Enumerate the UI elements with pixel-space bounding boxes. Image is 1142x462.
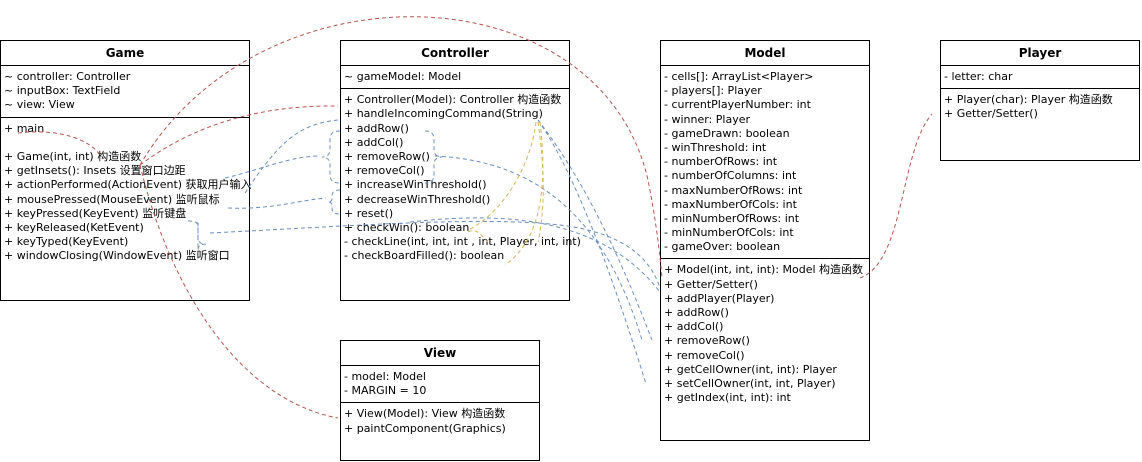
fields-section: ~ controller: Controller~ inputBox: Text… [1, 66, 249, 118]
member-line: - numberOfRows: int [664, 155, 778, 169]
member-line: + Player(char): Player 构造函数 [944, 93, 1113, 107]
member-line: + addRow() [344, 121, 409, 135]
brace-row-col-methods [321, 130, 341, 184]
member-line: ~ gameModel: Model [344, 70, 462, 83]
methods-section: + Player(char): Player 构造函数+ Getter/Sett… [941, 89, 1139, 125]
member-line: ~ view: View [4, 98, 75, 112]
member-line: + Controller(Model): Controller 构造函数 [344, 93, 562, 107]
member-line: + paintComponent(Graphics) [344, 421, 506, 435]
member-line: - gameOver: boolean [664, 240, 781, 254]
member-line: ~ inputBox: TextField [4, 84, 121, 98]
member-line: + addCol() [664, 320, 724, 334]
member-line: - winThreshold: int [664, 140, 767, 154]
member-line: - letter: char [944, 70, 1013, 83]
class-title: Game [1, 41, 249, 66]
member-line: + View(Model): View 构造函数 [344, 407, 506, 421]
member-line: ~ controller: Controller [4, 70, 131, 83]
member-line: - MARGIN = 10 [344, 384, 427, 398]
member-line: - winner: Player [664, 112, 750, 126]
fields-section: - letter: char [941, 66, 1139, 90]
class-title: View [341, 341, 539, 366]
member-line: + setCellOwner(int, int, Player) [664, 376, 836, 390]
member-line: + addRow() [664, 306, 729, 319]
member-line: + getInsets(): Insets 设置窗口边距 [4, 164, 186, 178]
fields-section: - cells[]: ArrayList<Player>- players[]:… [661, 66, 869, 260]
member-line: - maxNumberOfCols: int [664, 197, 797, 211]
member-line: - maxNumberOfRows: int [664, 183, 803, 197]
member-line: + checkWin(): boolean [344, 220, 470, 234]
member-line: + actionPerformed(ActionEvent) 获取用户输入 [4, 178, 252, 192]
member-line: - minNumberOfCols: int [664, 226, 794, 240]
member-line: - gameDrawn: boolean [664, 126, 790, 140]
member-line: + getIndex(int, int): int [664, 391, 791, 405]
member-line: + mousePressed(MouseEvent) 监听鼠标 [4, 192, 220, 206]
member-line: + Getter/Setter() [664, 277, 758, 291]
member-line: - numberOfColumns: int [664, 169, 797, 183]
class-title: Model [661, 41, 869, 66]
member-line [4, 136, 245, 150]
member-line: + removeRow() [664, 334, 750, 348]
member-line: - minNumberOfRows: int [664, 211, 800, 225]
member-line: + main [4, 121, 45, 135]
fields-section: - model: Model- MARGIN = 10 [341, 366, 539, 404]
member-line: + removeRow() [344, 149, 430, 163]
member-line: + handleIncomingCommand(String) [344, 107, 543, 121]
member-line: - players[]: Player [664, 84, 762, 98]
member-line: + addPlayer(Player) [664, 291, 775, 305]
arrow-model-to-player [859, 113, 933, 279]
member-line: + addCol() [344, 135, 404, 149]
member-line: + removeCol() [344, 164, 425, 178]
brace-threshold-methods [327, 189, 341, 215]
member-line: + decreaseWinThreshold() [344, 192, 491, 206]
member-line: + keyTyped(KeyEvent) [4, 235, 129, 249]
fields-section: ~ gameModel: Model [341, 66, 569, 90]
member-line: + keyReleased(KetEvent) [4, 220, 144, 234]
member-line: + Game(int, int) 构造函数 [4, 149, 142, 163]
member-line: + getCellOwner(int, int): Player [664, 362, 837, 376]
member-line: - model: Model [344, 370, 426, 383]
class-view[interactable]: View - model: Model- MARGIN = 10 + View(… [340, 340, 540, 461]
class-title: Player [941, 41, 1139, 66]
member-line: - checkBoardFilled(): boolean [344, 249, 505, 263]
member-line: - currentPlayerNumber: int [664, 98, 811, 112]
member-line: + Model(int, int, int): Model 构造函数 [664, 263, 864, 277]
class-player[interactable]: Player - letter: char + Player(char): Pl… [940, 40, 1140, 161]
member-line: + reset() [344, 206, 394, 220]
methods-section: + View(Model): View 构造函数+ paintComponent… [341, 403, 539, 439]
member-line: + windowClosing(WindowEvent) 监听窗口 [4, 249, 230, 263]
member-line: + increaseWinThreshold() [344, 178, 487, 192]
class-game[interactable]: Game ~ controller: Controller~ inputBox:… [0, 40, 252, 301]
methods-section: + Controller(Model): Controller 构造函数+ ha… [341, 89, 581, 267]
class-controller[interactable]: Controller ~ gameModel: Model + Controll… [340, 40, 581, 301]
class-title: Controller [341, 41, 569, 66]
arrow-actionperformed-to-handlecommand [244, 119, 339, 194]
member-line: + keyPressed(KeyEvent) 监听键盘 [4, 206, 187, 220]
member-line: - checkLine(int, int, int , int, Player,… [344, 235, 581, 249]
member-line: + Getter/Setter() [944, 107, 1038, 121]
member-line: - cells[]: ArrayList<Player> [664, 70, 814, 83]
member-line: + removeCol() [664, 348, 745, 362]
methods-section: + Model(int, int, int): Model 构造函数+ Gett… [661, 259, 869, 409]
class-model[interactable]: Model - cells[]: ArrayList<Player>- play… [660, 40, 870, 441]
methods-section: + main + Game(int, int) 构造函数+ getInsets(… [1, 118, 252, 268]
